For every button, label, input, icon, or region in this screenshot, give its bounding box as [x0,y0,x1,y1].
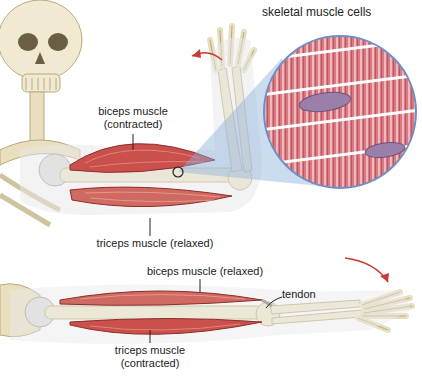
part-label: skeletal muscle cells [262,6,412,19]
triceps-contracted [70,319,262,335]
arrow-head [192,49,201,58]
arrow-head [380,273,389,282]
part-label: biceps muscle (contracted) [88,105,178,131]
magnifier-spot [173,167,183,177]
part-label: triceps muscle (relaxed) [85,237,225,250]
arm-outline [10,284,412,344]
triceps-relaxed [70,187,232,207]
part-label: triceps muscle (contracted) [95,344,205,370]
part-label: biceps muscle (relaxed) [135,265,275,278]
magnifier-circle [264,36,416,188]
part-label: tendon [282,288,332,301]
leader-line [150,218,151,236]
biceps-relaxed [60,291,272,306]
leader-line [200,279,201,292]
leader-line [266,297,282,308]
motion-arrow [345,258,388,282]
leader-line [150,330,151,343]
muscle-cells [260,30,420,200]
leader-line [133,134,134,150]
